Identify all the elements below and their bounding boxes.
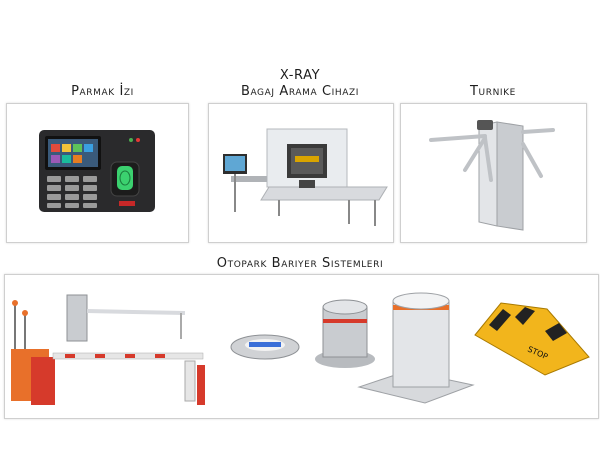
parking-title: Otopark Bariyer Sistemleri xyxy=(216,256,384,271)
xray-title-line1: X-RAY xyxy=(279,68,321,83)
parking-panel: STOP xyxy=(4,274,599,419)
tripod-turnstile-icon xyxy=(429,120,555,231)
fingerprint-terminal-icon xyxy=(39,130,155,212)
turnstile-panel xyxy=(400,103,587,243)
retractable-bollard-icon xyxy=(357,292,475,404)
barrier-gate-icon xyxy=(11,294,205,405)
fingerprint-title: Parmak İzi xyxy=(71,84,134,99)
turnstile-title: Turnike xyxy=(470,84,516,99)
steel-bollard-icon xyxy=(315,299,375,368)
road-stud-icon xyxy=(230,334,300,360)
fingerprint-panel xyxy=(6,103,189,243)
road-blocker-icon: STOP xyxy=(474,302,590,376)
xray-title-line2: Bagaj Arama Cihazı xyxy=(240,84,360,99)
xray-scanner-icon xyxy=(223,128,388,226)
xray-panel xyxy=(208,103,394,243)
